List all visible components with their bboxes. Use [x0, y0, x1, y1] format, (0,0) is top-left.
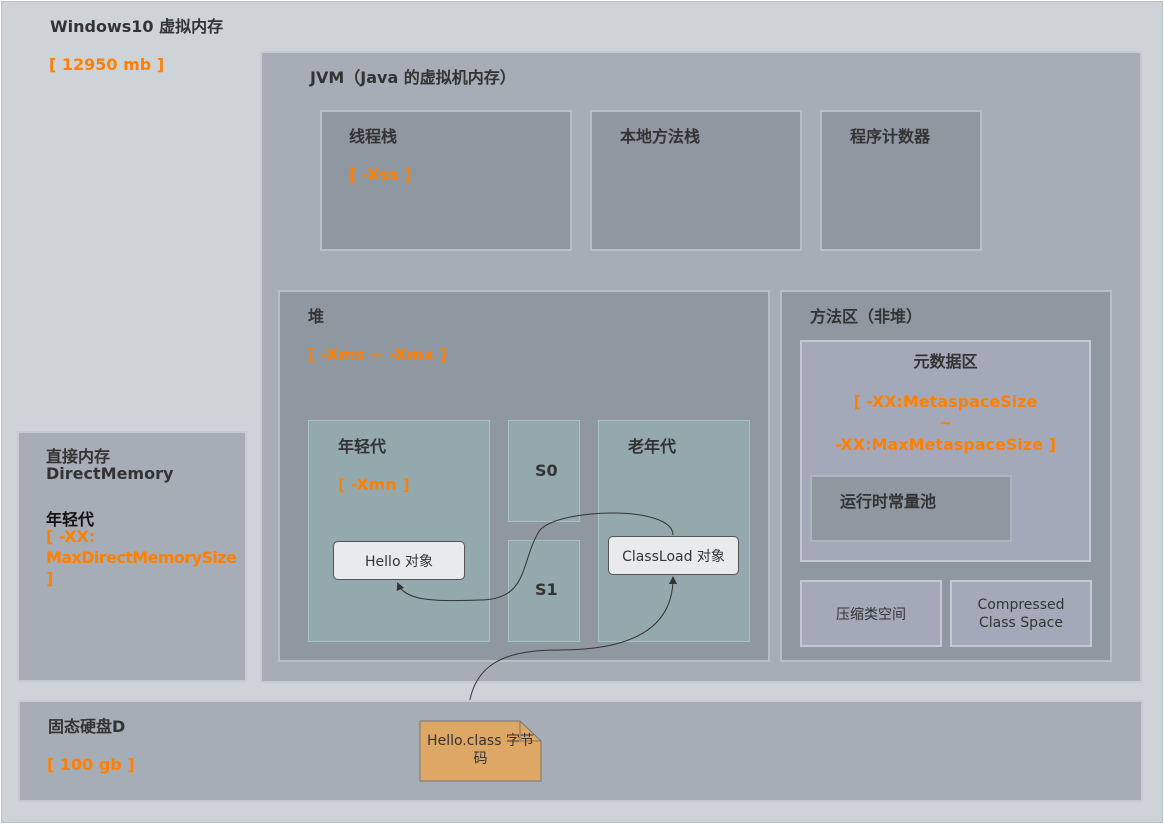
- classload-object-label: ClassLoad 对象: [622, 548, 725, 565]
- disk-title: 固态硬盘D: [48, 717, 126, 736]
- class-file-label-line1: Hello.class 字节: [427, 733, 534, 749]
- disk-size: [ 100 gb ]: [47, 755, 135, 774]
- s0-label: S0: [535, 461, 558, 480]
- old-gen-title: 老年代: [628, 437, 677, 456]
- method-area-title: 方法区（非堆）: [810, 307, 923, 326]
- compressed-cn-label: 压缩类空间: [836, 606, 906, 623]
- compressed-en-line2: Class Space: [979, 614, 1063, 631]
- young-gen-box: [308, 420, 490, 642]
- direct-memory-param-line1: [ -XX:: [46, 527, 96, 546]
- metaspace-param-line3: -XX:MaxMetaspaceSize ]: [835, 435, 1056, 454]
- compressed-en-box: Compressed Class Space: [950, 580, 1092, 647]
- s1-label: S1: [535, 580, 558, 599]
- heap-title: 堆: [308, 307, 325, 326]
- native-stack-title: 本地方法栈: [620, 127, 701, 146]
- runtime-pool-box: [810, 475, 1012, 542]
- jvm-title: JVM（Java 的虚拟机内存）: [310, 68, 516, 87]
- pc-counter-box: [820, 110, 982, 251]
- metadata-title: 元数据区: [913, 352, 978, 371]
- metaspace-param-line1: [ -XX:MetaspaceSize: [853, 392, 1038, 411]
- direct-memory-param-line3: ]: [46, 569, 54, 588]
- young-gen-param: [ -Xmn ]: [338, 475, 410, 494]
- windows-title: Windows10 虚拟内存: [50, 17, 224, 36]
- runtime-pool-title: 运行时常量池: [840, 492, 937, 511]
- direct-memory-subtitle: 年轻代: [46, 510, 95, 529]
- pc-counter-title: 程序计数器: [850, 127, 931, 146]
- thread-stack-title: 线程栈: [349, 127, 398, 146]
- class-file-label: Hello.class 字节 码: [419, 732, 542, 768]
- metaspace-param-line2: ~: [938, 413, 953, 432]
- young-gen-title: 年轻代: [338, 437, 387, 456]
- thread-stack-box: [320, 110, 572, 251]
- class-file-label-line2: 码: [473, 751, 488, 767]
- direct-memory-param-line2: MaxDirectMemorySize: [46, 548, 237, 567]
- classload-object-node[interactable]: ClassLoad 对象: [608, 536, 739, 575]
- hello-object-label: Hello 对象: [365, 553, 433, 570]
- compressed-cn-box: 压缩类空间: [800, 580, 942, 647]
- compressed-en-line1: Compressed: [977, 596, 1065, 613]
- hello-object-node[interactable]: Hello 对象: [333, 541, 465, 580]
- native-stack-box: [590, 110, 802, 251]
- direct-memory-title-line2: DirectMemory: [46, 464, 174, 483]
- class-file-icon[interactable]: [419, 720, 542, 782]
- s0-box: [508, 420, 580, 522]
- direct-memory-title-line1: 直接内存: [46, 447, 111, 466]
- direct-memory-box: [17, 431, 247, 682]
- thread-stack-param: [ -Xss ]: [349, 165, 412, 184]
- heap-param: [ -Xms ~ -Xmx ]: [308, 345, 447, 364]
- disk-box: [18, 700, 1143, 802]
- windows-size: [ 12950 mb ]: [49, 55, 165, 74]
